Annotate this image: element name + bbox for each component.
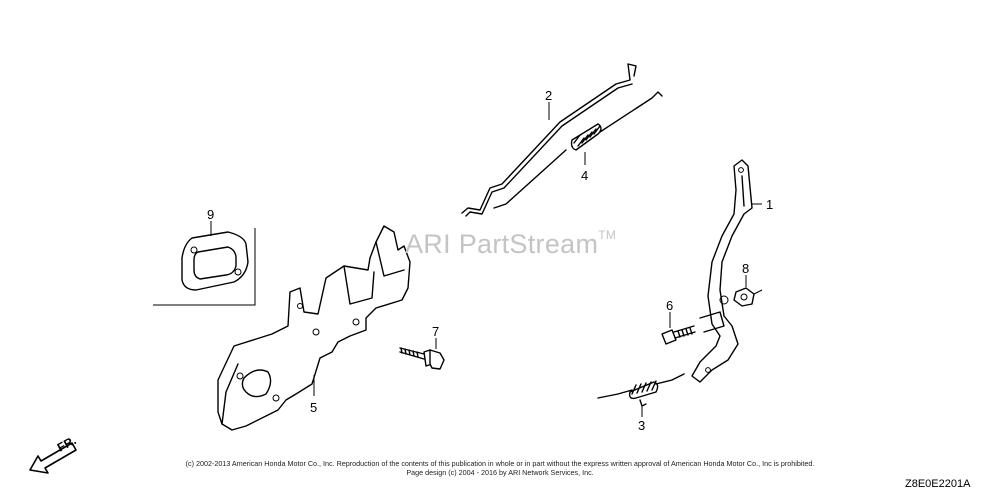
callout-4[interactable]: 4 [581, 168, 588, 183]
copyright-line-1: (c) 2002-2013 American Honda Motor Co., … [185, 459, 815, 468]
callout-3[interactable]: 3 [638, 418, 645, 433]
callout-8[interactable]: 8 [742, 261, 749, 276]
nut-part[interactable] [733, 287, 763, 307]
watermark: ARI PartStreamTM [405, 228, 616, 260]
callout-2[interactable]: 2 [545, 88, 552, 103]
copyright-line-2: Page design (c) 2004 - 2016 by ARI Netwo… [406, 468, 594, 477]
callout-5[interactable]: 5 [310, 400, 317, 415]
arm-bolt-part[interactable] [661, 325, 696, 345]
control-rod-part[interactable] [461, 63, 637, 217]
flange-bolt-part[interactable] [399, 347, 445, 370]
diagram-code: Z8E0E2201A [905, 478, 971, 490]
callout-6[interactable]: 6 [666, 298, 673, 313]
gasket-bracket-line [153, 228, 256, 306]
insulator-bracket-part[interactable] [217, 225, 411, 431]
callout-1[interactable]: 1 [766, 197, 773, 212]
return-spring-part[interactable] [597, 373, 685, 407]
governor-spring-part[interactable] [493, 91, 663, 209]
watermark-text: ARI PartStream [405, 229, 599, 259]
front-arrow-icon [29, 442, 77, 474]
front-direction-indicator: FR. [29, 433, 78, 474]
governor-arm-part[interactable] [691, 159, 753, 383]
gasket-part[interactable] [181, 231, 249, 291]
callout-9[interactable]: 9 [207, 207, 214, 222]
watermark-trademark: TM [598, 228, 617, 242]
callout-7[interactable]: 7 [432, 324, 439, 339]
